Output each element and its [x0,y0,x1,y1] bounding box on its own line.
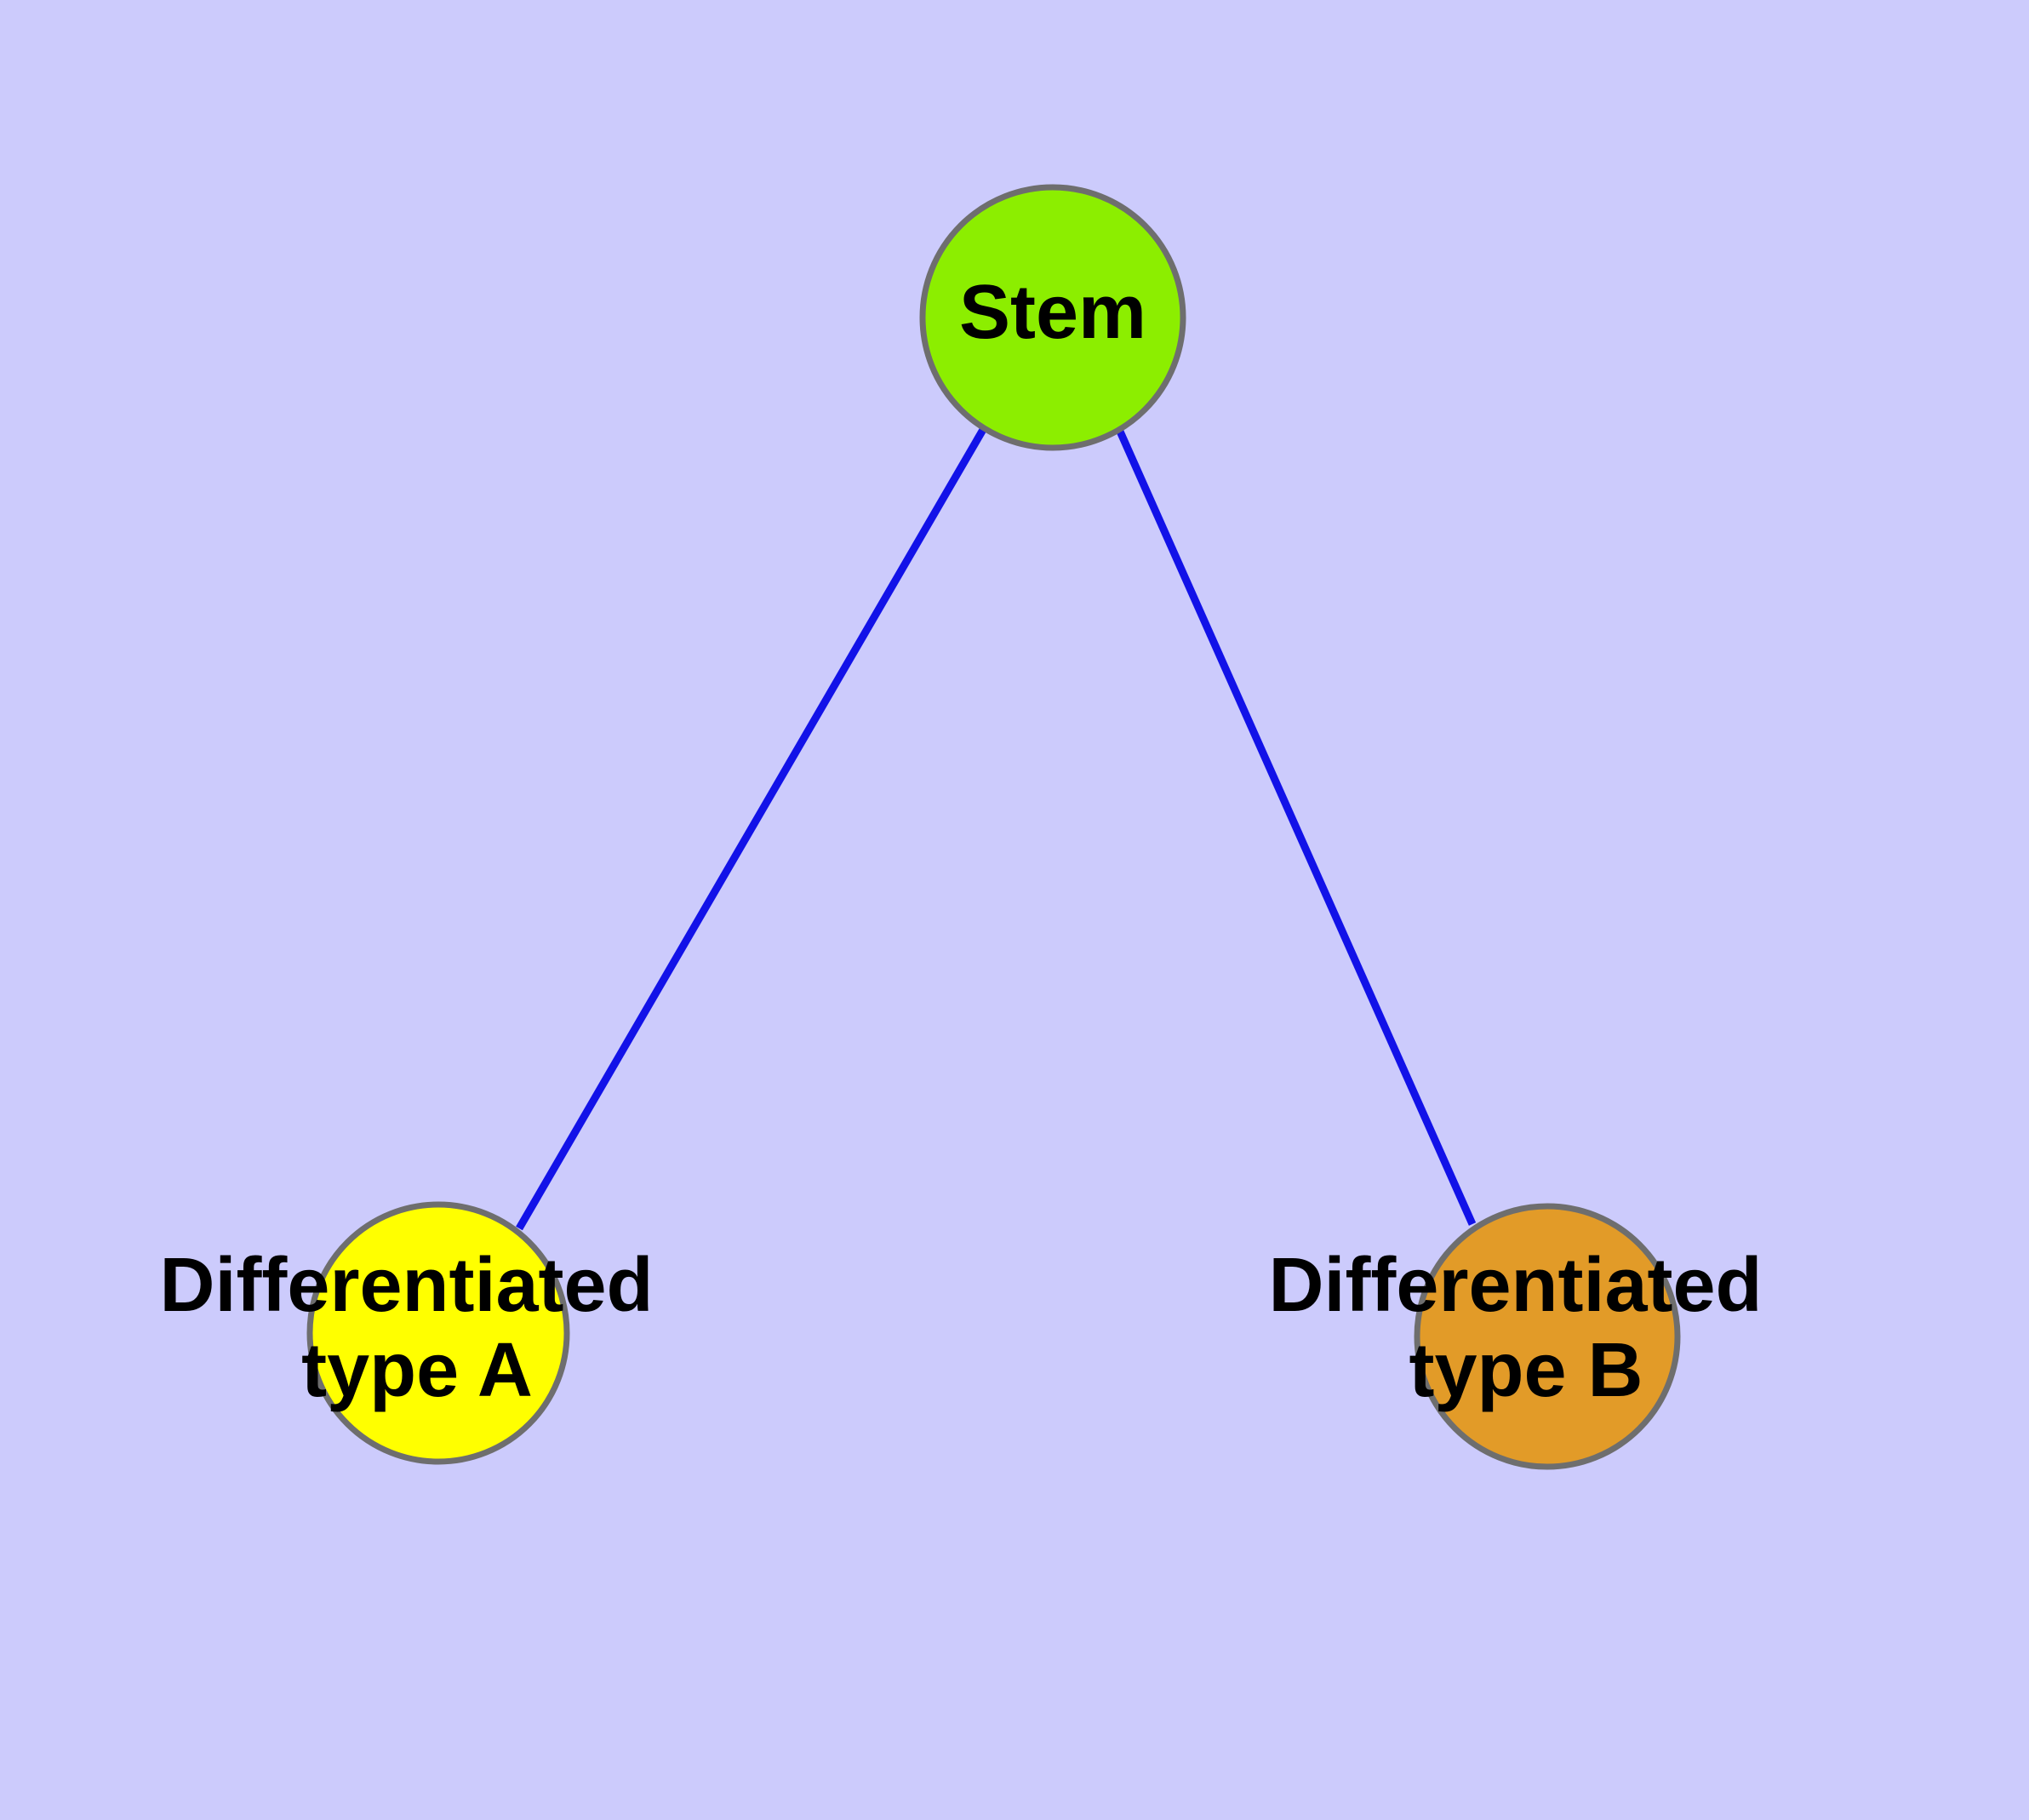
node-differentiated-type-a-circle[interactable] [306,1201,570,1465]
node-differentiated-type-b-circle[interactable] [1414,1203,1681,1470]
node-stem-label-line-1: Stem [959,270,1146,355]
node-layer [306,184,1681,1470]
node-stem-label: Stem [959,270,1146,355]
edge-stem-to-differentiated-type-b[interactable] [1113,424,1477,1226]
node-differentiated-type-b-label-line-2: type B [1409,1328,1643,1413]
node-differentiated-type-b-label-line-1: Differentiated [1268,1243,1762,1328]
node-stem-circle[interactable] [919,184,1186,451]
node-differentiated-type-a-label: Differentiated type A [159,1243,674,1413]
node-differentiated-type-a-label-line-2: type A [301,1328,533,1413]
label-layer: Stem Differentiated type A Differentiate… [159,270,1783,1413]
node-differentiated-type-a-label-line-1: Differentiated [159,1243,653,1328]
node-differentiated-type-a[interactable] [306,1201,570,1465]
edge-layer [516,424,1477,1231]
node-differentiated-type-b[interactable] [1414,1203,1681,1470]
edge-stem-to-differentiated-type-a[interactable] [516,426,987,1231]
node-stem[interactable] [919,184,1186,451]
node-differentiated-type-b-label: Differentiated type B [1268,1243,1783,1413]
